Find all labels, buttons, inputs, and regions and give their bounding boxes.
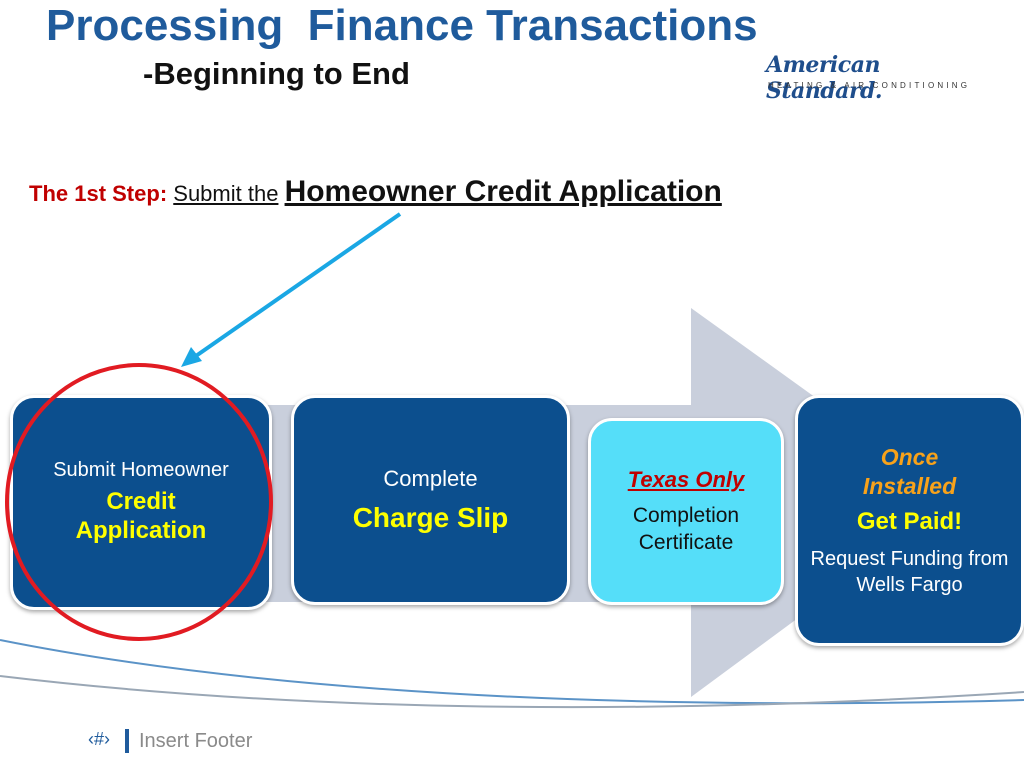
logo-tagline: HEATING & AIR CONDITIONING: [768, 81, 971, 90]
step-colon: :: [159, 181, 168, 206]
bottom-swoosh-line: [0, 639, 1024, 705]
box1-line1: Submit Homeowner: [53, 459, 229, 482]
step-box-completion-certificate: Texas Only Completion Certificate: [588, 418, 784, 605]
slide-subtitle: -Beginning to End: [143, 56, 410, 91]
step-box-get-paid: Once Installed Get Paid! Request Funding…: [795, 395, 1024, 646]
step-box-charge-slip: Complete Charge Slip: [291, 395, 570, 605]
box2-line1: Complete: [383, 466, 478, 491]
box4-line3: Request Funding from Wells Fargo: [810, 548, 1009, 597]
step-submit-text: Submit the: [173, 181, 279, 206]
footer-divider: [125, 729, 129, 753]
footer-text: Insert Footer: [139, 730, 253, 752]
box3-line1: Texas Only: [627, 467, 745, 493]
box3-line2: Completion Certificate: [632, 504, 740, 554]
logo-brand: American Standard.: [766, 52, 883, 104]
page-number: ‹#›: [88, 729, 110, 749]
box4-line1: Once Installed: [862, 443, 957, 499]
box4-line2: Get Paid!: [856, 508, 963, 536]
step-box-credit-application: Submit Homeowner Credit Application: [10, 395, 272, 610]
step-label: The 1st Step: [29, 181, 160, 206]
american-standard-logo: American Standard. HEATING & AIR CONDITI…: [766, 52, 967, 104]
bottom-swoosh-line-gray: [0, 675, 1024, 709]
box1-line2: Credit Application: [75, 488, 207, 544]
slide-title: Processing Finance Transactions: [46, 1, 758, 50]
pointer-arrow-line: [191, 212, 402, 360]
step-heading: The 1st Step: Submit the Homeowner Credi…: [29, 174, 722, 210]
pointer-arrowhead: [181, 347, 202, 367]
step-application-text: Homeowner Credit Application: [284, 175, 722, 208]
box2-line2: Charge Slip: [352, 502, 509, 533]
